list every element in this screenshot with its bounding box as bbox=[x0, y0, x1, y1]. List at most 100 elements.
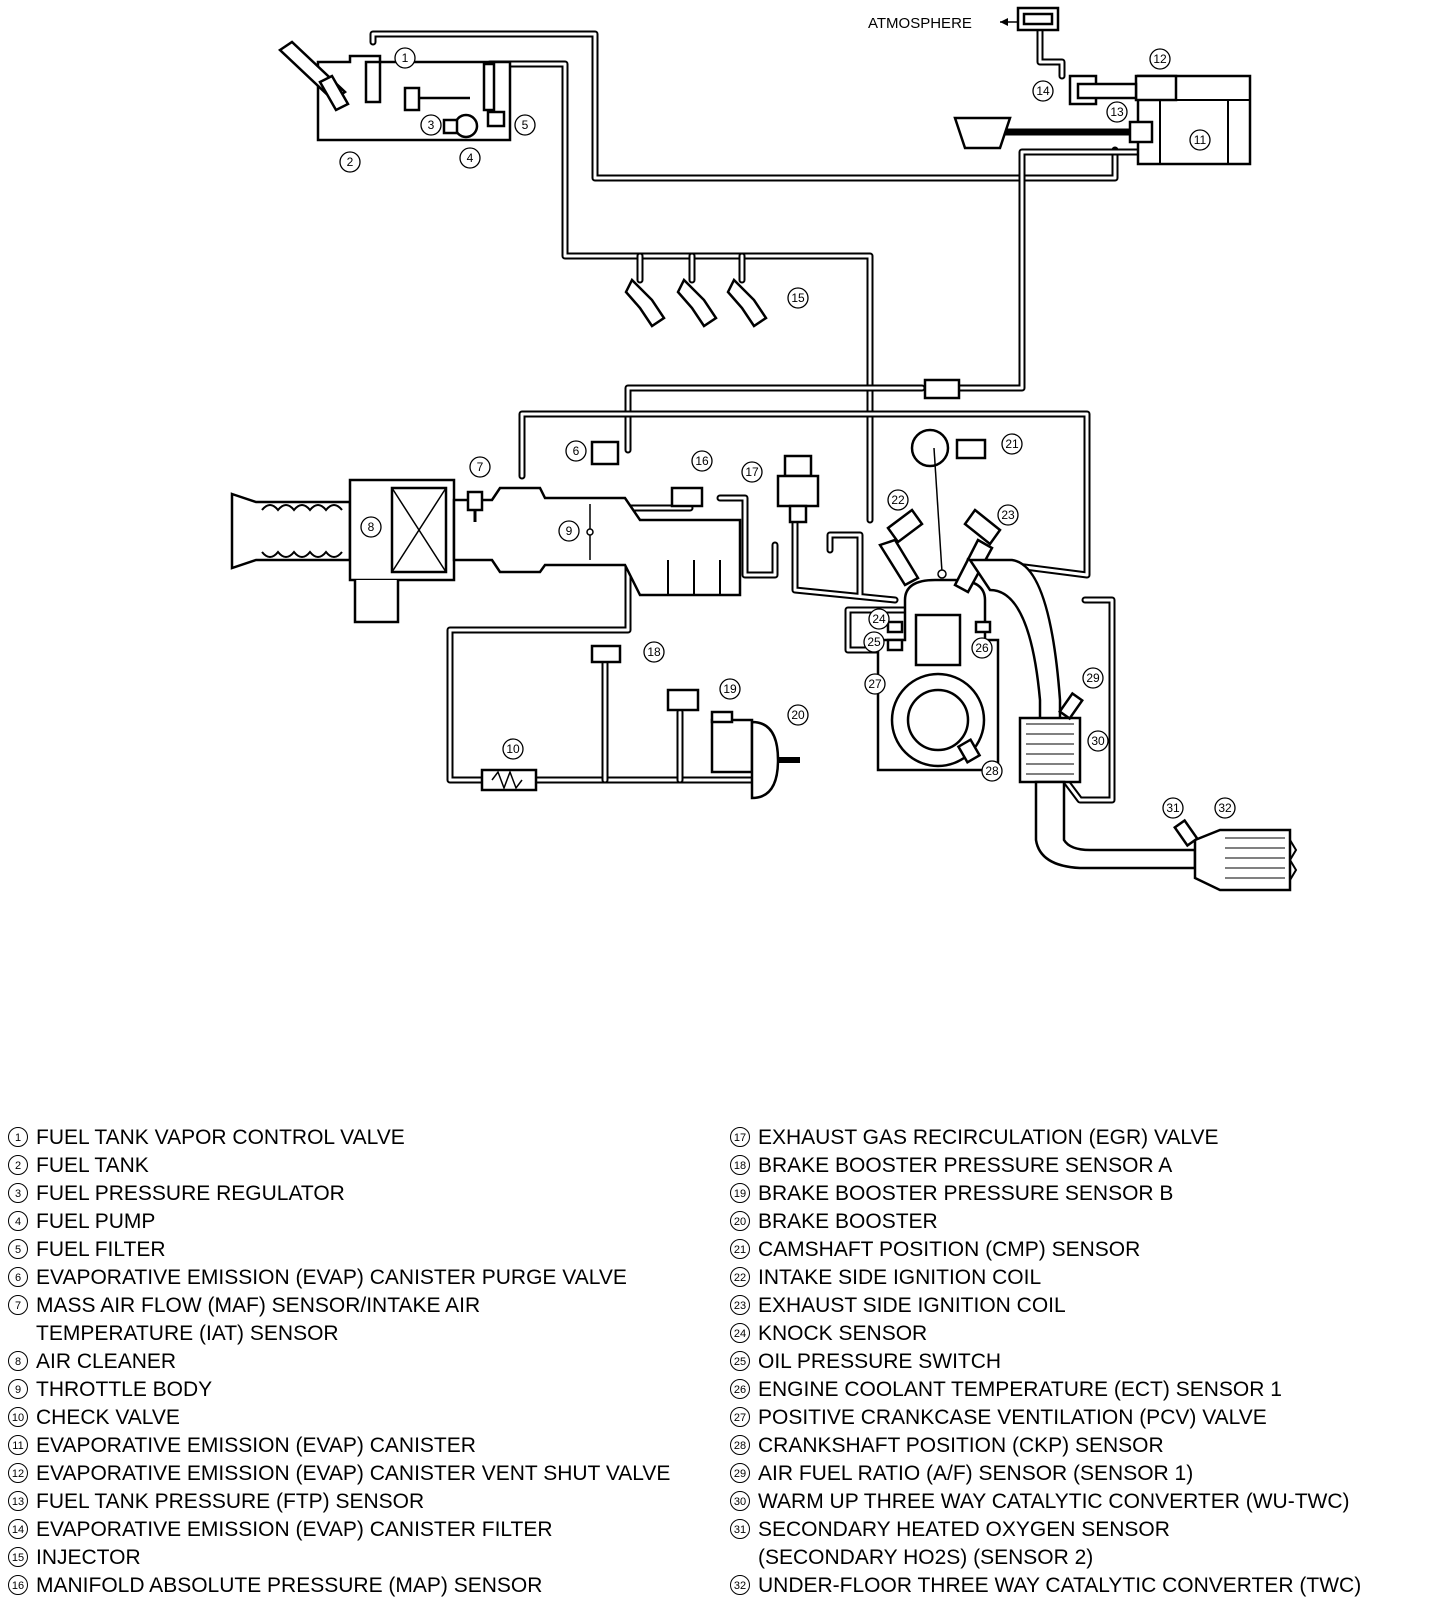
svg-text:2: 2 bbox=[347, 155, 354, 169]
legend-number: 1 bbox=[8, 1127, 28, 1147]
callout-14: 14 bbox=[1032, 80, 1054, 102]
callout-15: 15 bbox=[787, 287, 809, 309]
callout-20: 20 bbox=[787, 704, 809, 726]
legend-text: CAMSHAFT POSITION (CMP) SENSOR bbox=[758, 1238, 1141, 1261]
svg-text:18: 18 bbox=[647, 645, 661, 659]
legend-item-7: 7 MASS AIR FLOW (MAF) SENSOR/INTAKE AIR T… bbox=[8, 1292, 728, 1348]
legend-text: ENGINE COOLANT TEMPERATURE (ECT) SENSOR … bbox=[758, 1378, 1282, 1401]
callout-13: 13 bbox=[1106, 101, 1128, 123]
legend-number: 5 bbox=[8, 1239, 28, 1259]
callout-8: 8 bbox=[360, 516, 382, 538]
legend-number: 8 bbox=[8, 1351, 28, 1371]
legend-text: BRAKE BOOSTER PRESSURE SENSOR A bbox=[758, 1154, 1173, 1177]
fuel-tank bbox=[277, 40, 512, 142]
legend-number: 10 bbox=[8, 1407, 28, 1427]
svg-text:3: 3 bbox=[428, 118, 435, 132]
legend-text: FUEL TANK bbox=[36, 1154, 149, 1177]
svg-text:7: 7 bbox=[477, 460, 484, 474]
svg-text:28: 28 bbox=[985, 764, 999, 778]
legend-number: 28 bbox=[730, 1435, 750, 1455]
legend-item-10: 10 CHECK VALVE bbox=[8, 1404, 728, 1432]
legend-text: BRAKE BOOSTER PRESSURE SENSOR B bbox=[758, 1182, 1174, 1205]
callout-30: 30 bbox=[1087, 730, 1109, 752]
legend-number: 29 bbox=[730, 1463, 750, 1483]
callout-21: 21 bbox=[1001, 433, 1023, 455]
callout-24: 24 bbox=[868, 608, 890, 630]
svg-text:25: 25 bbox=[867, 635, 881, 649]
map-sensor bbox=[670, 486, 704, 508]
svg-text:10: 10 bbox=[506, 742, 520, 756]
callout-5: 5 bbox=[514, 114, 536, 136]
legend-number: 30 bbox=[730, 1491, 750, 1511]
legend-text: FUEL PRESSURE REGULATOR bbox=[36, 1182, 345, 1205]
legend-number: 31 bbox=[730, 1519, 750, 1539]
legend-text: MASS AIR FLOW (MAF) SENSOR/INTAKE AIR TE… bbox=[36, 1294, 481, 1345]
svg-text:19: 19 bbox=[723, 682, 737, 696]
legend-number: 7 bbox=[8, 1295, 28, 1315]
legend-number: 12 bbox=[8, 1463, 28, 1483]
callout-26: 26 bbox=[971, 637, 993, 659]
legend-number: 23 bbox=[730, 1295, 750, 1315]
legend-number: 17 bbox=[730, 1127, 750, 1147]
callout-16: 16 bbox=[691, 450, 713, 472]
legend-text: INJECTOR bbox=[36, 1546, 141, 1569]
legend-item-16: 16 MANIFOLD ABSOLUTE PRESSURE (MAP) SENSO… bbox=[8, 1572, 728, 1600]
legend-number: 25 bbox=[730, 1351, 750, 1371]
legend-text: CHECK VALVE bbox=[36, 1406, 180, 1429]
legend-item-13: 13 FUEL TANK PRESSURE (FTP) SENSOR bbox=[8, 1488, 728, 1516]
legend-text: FUEL PUMP bbox=[36, 1210, 156, 1233]
svg-text:22: 22 bbox=[891, 493, 905, 507]
purge-valve bbox=[590, 440, 620, 466]
legend-number: 26 bbox=[730, 1379, 750, 1399]
legend-text: FUEL TANK PRESSURE (FTP) SENSOR bbox=[36, 1490, 425, 1513]
callout-29: 29 bbox=[1082, 667, 1104, 689]
callout-3: 3 bbox=[420, 114, 442, 136]
legend-text: BRAKE BOOSTER bbox=[758, 1210, 938, 1233]
callout-22: 22 bbox=[887, 489, 909, 511]
callout-2: 2 bbox=[339, 151, 361, 173]
legend-number: 13 bbox=[8, 1491, 28, 1511]
legend-text: THROTTLE BODY bbox=[36, 1378, 213, 1401]
callout-25: 25 bbox=[863, 631, 885, 653]
svg-text:30: 30 bbox=[1091, 734, 1105, 748]
legend-text: CRANKSHAFT POSITION (CKP) SENSOR bbox=[758, 1434, 1164, 1457]
callout-17: 17 bbox=[741, 461, 763, 483]
evap-canister bbox=[953, 6, 1252, 166]
legend-text: SECONDARY HEATED OXYGEN SENSOR (SECONDAR… bbox=[758, 1518, 1170, 1569]
callout-23: 23 bbox=[997, 504, 1019, 526]
callout-9: 9 bbox=[558, 520, 580, 542]
legend-text: MANIFOLD ABSOLUTE PRESSURE (MAP) SENSOR bbox=[36, 1574, 543, 1597]
legend-number: 22 bbox=[730, 1267, 750, 1287]
legend-text: WARM UP THREE WAY CATALYTIC CONVERTER (W… bbox=[758, 1490, 1350, 1513]
legend-item-26: 26 ENGINE COOLANT TEMPERATURE (ECT) SENSO… bbox=[730, 1376, 1450, 1404]
legend-text: AIR FUEL RATIO (A/F) SENSOR (SENSOR 1) bbox=[758, 1462, 1194, 1485]
egr-valve bbox=[776, 454, 820, 524]
svg-text:29: 29 bbox=[1086, 671, 1100, 685]
legend-text: KNOCK SENSOR bbox=[758, 1322, 928, 1345]
callout-1: 1 bbox=[394, 47, 416, 69]
legend-number: 16 bbox=[8, 1575, 28, 1595]
legend-number: 14 bbox=[8, 1519, 28, 1539]
legend-text: OIL PRESSURE SWITCH bbox=[758, 1350, 1002, 1373]
legend-number: 2 bbox=[8, 1155, 28, 1175]
legend-number: 6 bbox=[8, 1267, 28, 1287]
legend-item-29: 29 AIR FUEL RATIO (A/F) SENSOR (SENSOR 1) bbox=[730, 1460, 1450, 1488]
intake-system bbox=[230, 478, 742, 624]
callout-7: 7 bbox=[469, 456, 491, 478]
